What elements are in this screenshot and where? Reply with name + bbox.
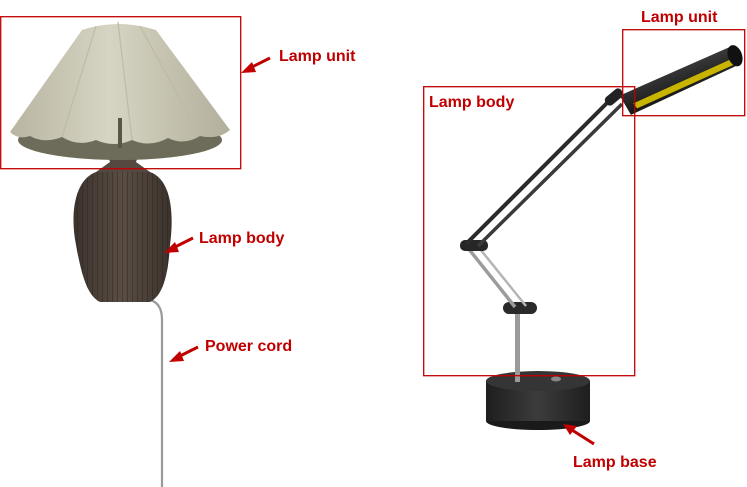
desk-lamp-base-top [486,371,590,391]
desk-lamp-lower-joint [503,302,537,314]
desk-lamp-switch [551,377,561,382]
table-lamp [10,22,230,487]
label-power-cord: Power cord [205,339,292,355]
power-cord-line [150,300,162,487]
desk-lamp-lower-arm-b [476,244,526,306]
desk-lamp-body-box [424,87,635,376]
label-table-lamp-unit: Lamp unit [279,49,355,65]
table-lamp-vase-ribs [73,172,171,302]
label-desk-lamp-base: Lamp base [573,455,657,471]
label-desk-lamp-unit: Lamp unit [641,10,717,26]
desk-lamp-upper-arm-b [478,104,622,246]
table-lamp-harp [118,118,122,148]
desk-lamp-lower-arm-a [468,248,515,307]
label-desk-lamp-body: Lamp body [429,95,514,111]
desk-lamp-upper-arm-a [466,98,612,244]
desk-lamp-post [515,310,520,382]
desk-lamp-head [617,43,747,116]
label-table-lamp-body: Lamp body [199,231,284,247]
